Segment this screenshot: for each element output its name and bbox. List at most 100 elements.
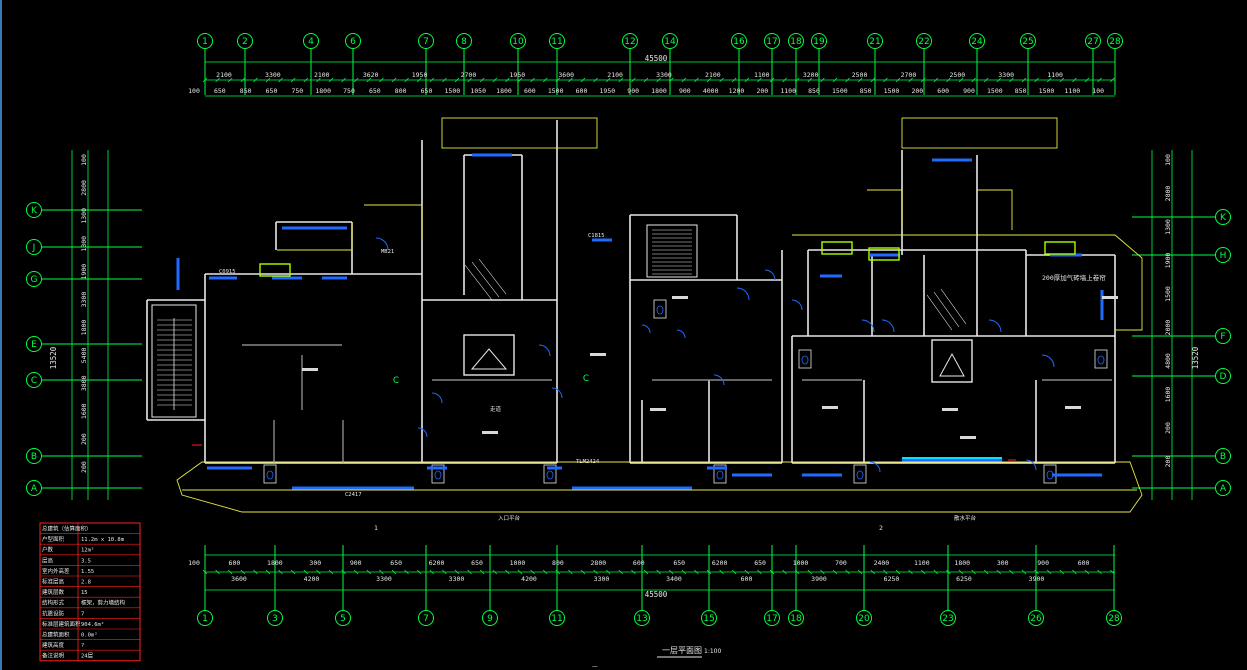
grid-label-top: 27 bbox=[1087, 37, 1098, 47]
dim-tick bbox=[643, 569, 649, 575]
dim-tick bbox=[278, 569, 283, 575]
dim-tick bbox=[656, 77, 661, 83]
dim-text-top2: 1500 bbox=[1039, 87, 1055, 95]
dim-text-bottom2: 4200 bbox=[521, 575, 537, 583]
door-swing bbox=[713, 374, 725, 386]
door-swing bbox=[538, 344, 551, 357]
dim-text-top2: 1950 bbox=[600, 87, 616, 95]
grid-bubble-right bbox=[1215, 247, 1231, 263]
dim-text-top2: 850 bbox=[808, 87, 820, 95]
grid-bubble-top bbox=[1085, 33, 1101, 49]
dim-tick bbox=[870, 569, 876, 575]
dim-tick bbox=[1009, 569, 1014, 575]
grid-bubble-top bbox=[1107, 33, 1123, 49]
grid-label-right: A bbox=[1220, 484, 1227, 494]
grid-label-left: J bbox=[32, 243, 36, 253]
door-swing bbox=[641, 324, 651, 334]
dim-tick bbox=[895, 77, 901, 83]
dim-text-right: 2000 bbox=[1164, 320, 1172, 336]
dim-tick bbox=[946, 77, 951, 83]
label-corridor: 走道 bbox=[490, 405, 502, 413]
label-c-1: C bbox=[393, 376, 399, 386]
grid-bubble-top bbox=[731, 33, 747, 49]
dim-text-bottom2: 3900 bbox=[811, 575, 827, 583]
dim-text-left: 1900 bbox=[80, 264, 88, 280]
toilet-fixture bbox=[801, 355, 809, 365]
dim-tick bbox=[404, 569, 409, 575]
dim-tick bbox=[694, 77, 699, 83]
dim-tick bbox=[908, 569, 913, 575]
toilet-fixture bbox=[856, 470, 864, 480]
dim-text-top2: 1500 bbox=[445, 87, 461, 95]
grid-bubble-right bbox=[1215, 328, 1231, 344]
dim-tick bbox=[731, 569, 737, 575]
grid-bubble-bottom bbox=[267, 610, 283, 626]
dim-tick bbox=[933, 77, 939, 83]
dim-tick bbox=[530, 569, 535, 575]
grid-bubble-bottom bbox=[856, 610, 872, 626]
dim-text-top2: 1200 bbox=[729, 87, 745, 95]
grid-label-bottom: 13 bbox=[636, 614, 647, 624]
door-swing bbox=[431, 392, 443, 404]
door-swing bbox=[881, 319, 895, 333]
grid-label-top: 6 bbox=[350, 37, 356, 47]
door-swing bbox=[1041, 354, 1055, 368]
dim-tick bbox=[517, 77, 523, 83]
grid-bubble-top bbox=[764, 33, 780, 49]
dim-text-top: 2100 bbox=[607, 71, 623, 79]
dim-tick bbox=[719, 569, 724, 575]
grid-bubble-bottom bbox=[701, 610, 717, 626]
dim-text-top2: 800 bbox=[395, 87, 407, 95]
elevator-symbol bbox=[939, 352, 965, 377]
grid-bubble-top bbox=[197, 33, 213, 49]
label-layer bbox=[302, 296, 1118, 439]
dim-tick bbox=[542, 77, 548, 83]
dim-tick bbox=[391, 77, 397, 83]
door-swing bbox=[1025, 459, 1037, 471]
dim-text-bottom2: 3300 bbox=[376, 575, 392, 583]
info-table-value: 12m² bbox=[81, 547, 94, 554]
drawing-title: 一层平面图 bbox=[662, 646, 702, 655]
toilet-cubicle bbox=[543, 464, 557, 484]
dim-tick bbox=[883, 569, 888, 575]
dim-tick bbox=[303, 77, 309, 83]
door-swing bbox=[551, 387, 563, 399]
dim-tick bbox=[946, 569, 951, 575]
hatch-left-porch bbox=[277, 222, 353, 251]
door-swing bbox=[791, 299, 803, 311]
dim-tick bbox=[303, 569, 309, 575]
dim-tick bbox=[1059, 569, 1065, 575]
dim-tick bbox=[391, 569, 397, 575]
dim-text-top2: 600 bbox=[937, 87, 949, 95]
dim-text-bottom: 300 bbox=[997, 559, 1009, 567]
dim-text-top2: 1800 bbox=[496, 87, 512, 95]
dim-text-left: 100 bbox=[80, 154, 88, 166]
info-table-key: 建筑层数 bbox=[42, 588, 65, 596]
label-door-mb21: MB21 bbox=[381, 249, 394, 255]
dim-tick bbox=[920, 569, 926, 575]
dim-tick bbox=[593, 569, 598, 575]
dim-tick bbox=[820, 77, 825, 83]
dim-tick bbox=[530, 77, 535, 83]
grid-label-left: A bbox=[31, 484, 38, 494]
grid-label-top: 12 bbox=[624, 37, 635, 47]
dim-text-bottom: 1800 bbox=[954, 559, 970, 567]
label-room-200 bbox=[1102, 296, 1118, 299]
dim-tick bbox=[353, 569, 359, 575]
dim-tick bbox=[1084, 77, 1090, 83]
dim-text-bottom: 650 bbox=[673, 559, 685, 567]
grid-label-top: 28 bbox=[1109, 37, 1121, 47]
dim-tick bbox=[643, 77, 649, 83]
grid-label-right: B bbox=[1220, 452, 1226, 462]
grid-label-left: E bbox=[31, 340, 37, 350]
dim-text-bottom: 100 bbox=[188, 559, 200, 567]
grid-bubble-top bbox=[237, 33, 253, 49]
dim-text-top2: 1100 bbox=[780, 87, 796, 95]
grid-bubble-top bbox=[418, 33, 434, 49]
dim-tick bbox=[832, 77, 838, 83]
dim-text-top2: 650 bbox=[369, 87, 381, 95]
dim-tick bbox=[668, 569, 674, 575]
grid-bubble-top bbox=[867, 33, 883, 49]
